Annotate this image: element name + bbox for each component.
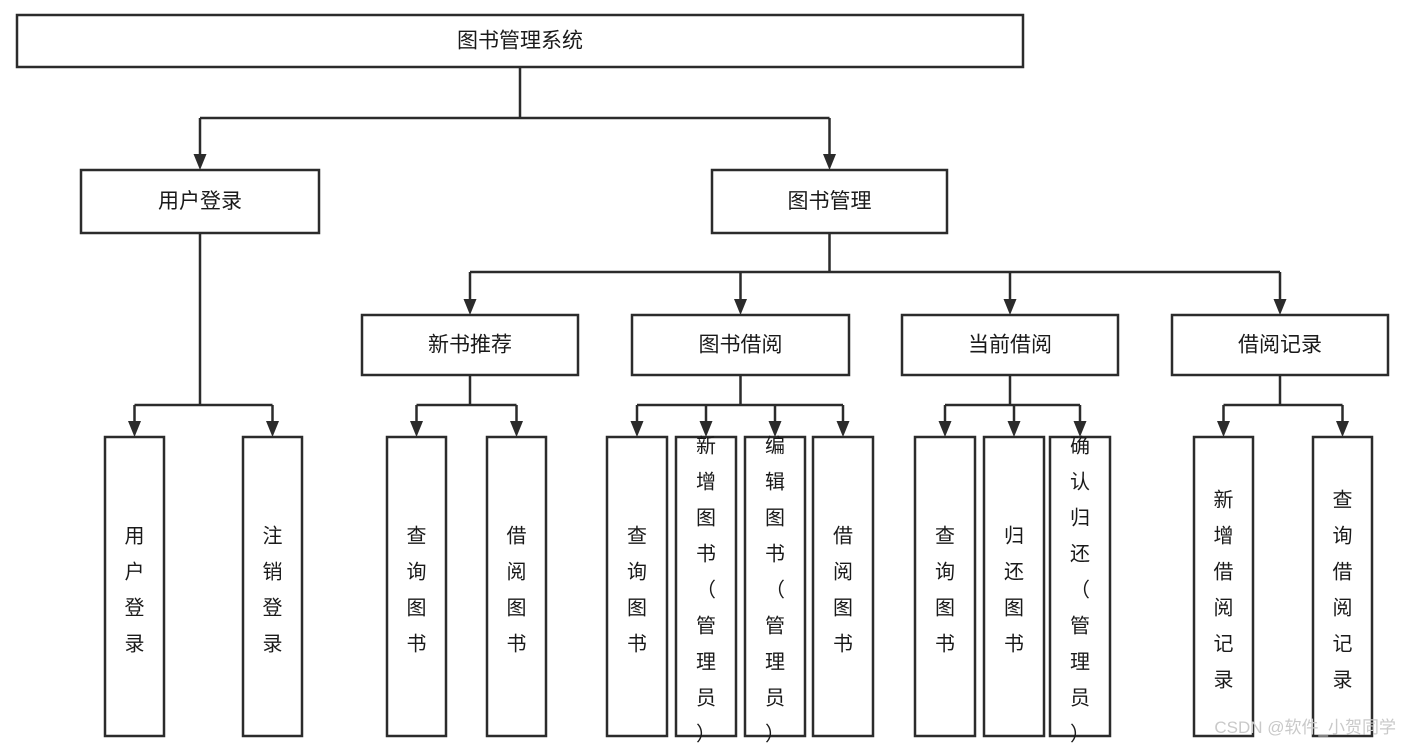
node-leaf-borrow-book[interactable]: 借阅图书 — [811, 435, 875, 738]
node-leaf-confirm-return[interactable]: 确认归还（管理员） — [1048, 435, 1112, 746]
node-box — [605, 435, 669, 738]
arrow-head-down — [193, 154, 207, 170]
node-box — [241, 435, 304, 738]
node-box — [710, 168, 949, 235]
arrow-head-down — [266, 421, 279, 437]
node-box — [743, 435, 807, 738]
arrow-head-down — [1273, 299, 1287, 315]
node-label: 编辑图书（管理员） — [765, 435, 785, 746]
node-borrow-record[interactable]: 借阅记录 — [1170, 313, 1390, 377]
node-box — [913, 435, 977, 738]
node-label: 图书管理系统 — [457, 30, 583, 53]
node-leaf-user-logout[interactable]: 注销登录 — [241, 435, 304, 738]
node-label: 借阅图书 — [507, 525, 527, 656]
node-label: 查询图书 — [627, 525, 647, 656]
arrow-head-down — [410, 421, 423, 437]
node-label: 归还图书 — [1004, 525, 1024, 656]
node-label: 注销登录 — [263, 525, 283, 656]
node-leaf-query-borrow-record[interactable]: 查询借阅记录 — [1311, 435, 1374, 738]
node-label: 用户登录 — [125, 526, 145, 656]
node-leaf-user-login[interactable]: 用户登录 — [103, 435, 166, 738]
node-box — [103, 435, 166, 738]
node-label: 图书管理 — [788, 190, 872, 213]
node-box — [674, 435, 738, 738]
node-leaf-return-book[interactable]: 归还图书 — [982, 435, 1046, 738]
arrow-head-down — [938, 421, 952, 437]
node-box — [1048, 435, 1112, 738]
node-user-login[interactable]: 用户登录 — [79, 168, 321, 235]
node-leaf-edit-book[interactable]: 编辑图书（管理员） — [743, 435, 807, 746]
node-current-borrow[interactable]: 当前借阅 — [900, 313, 1120, 377]
node-label: 查询借阅记录 — [1333, 489, 1353, 692]
node-root[interactable]: 图书管理系统 — [15, 13, 1025, 69]
node-book-borrow[interactable]: 图书借阅 — [630, 313, 851, 377]
nodes-layer: 图书管理系统用户登录图书管理新书推荐图书借阅当前借阅借阅记录用户登录注销登录查询… — [15, 13, 1390, 746]
arrow-head-down — [630, 421, 644, 437]
node-label: 当前借阅 — [968, 334, 1052, 357]
node-label: 借阅记录 — [1238, 334, 1322, 357]
arrow-head-down — [128, 421, 141, 437]
node-new-book-recommend[interactable]: 新书推荐 — [360, 313, 580, 377]
arrow-head-down — [1003, 299, 1017, 315]
node-leaf-query-book-recommend[interactable]: 查询图书 — [385, 435, 448, 738]
arrow-head-down — [734, 299, 747, 315]
node-leaf-borrow-book-recommend[interactable]: 借阅图书 — [485, 435, 548, 738]
connectors-layer — [128, 67, 1349, 437]
node-box — [79, 168, 321, 235]
node-label: 查询图书 — [935, 525, 955, 656]
node-box — [15, 13, 1025, 69]
arrow-head-down — [823, 154, 836, 170]
node-label: 借阅图书 — [833, 525, 853, 656]
node-box — [630, 313, 851, 377]
node-box — [982, 435, 1046, 738]
node-label: 新增借阅记录 — [1214, 489, 1234, 692]
arrow-head-down — [1217, 421, 1230, 437]
node-leaf-query-book-borrow[interactable]: 查询图书 — [605, 435, 669, 738]
node-box — [360, 313, 580, 377]
node-leaf-query-book-current[interactable]: 查询图书 — [913, 435, 977, 738]
arrow-head-down — [836, 421, 850, 437]
arrow-head-down — [1336, 421, 1349, 437]
node-label: 新增图书（管理员） — [696, 435, 716, 746]
node-box — [1311, 435, 1374, 738]
node-box — [485, 435, 548, 738]
arrow-head-down — [768, 421, 782, 437]
node-box — [385, 435, 448, 738]
node-label: 新书推荐 — [428, 334, 512, 357]
node-label: 查询图书 — [407, 525, 427, 656]
csdn-watermark: CSDN @软件_小贺同学 — [1214, 718, 1396, 737]
node-box — [900, 313, 1120, 377]
node-box — [1170, 313, 1390, 377]
node-box — [811, 435, 875, 738]
arrow-head-down — [699, 421, 713, 437]
node-book-management[interactable]: 图书管理 — [710, 168, 949, 235]
node-label: 图书借阅 — [699, 334, 783, 357]
arrow-head-down — [1073, 421, 1087, 437]
node-leaf-add-borrow-record[interactable]: 新增借阅记录 — [1192, 435, 1255, 738]
node-label: 确认归还（管理员） — [1070, 435, 1090, 746]
arrow-head-down — [510, 421, 523, 437]
arrow-head-down — [1007, 421, 1021, 437]
node-label: 用户登录 — [158, 190, 242, 213]
arrow-head-down — [463, 299, 477, 315]
node-box — [1192, 435, 1255, 738]
node-leaf-add-book[interactable]: 新增图书（管理员） — [674, 435, 738, 746]
